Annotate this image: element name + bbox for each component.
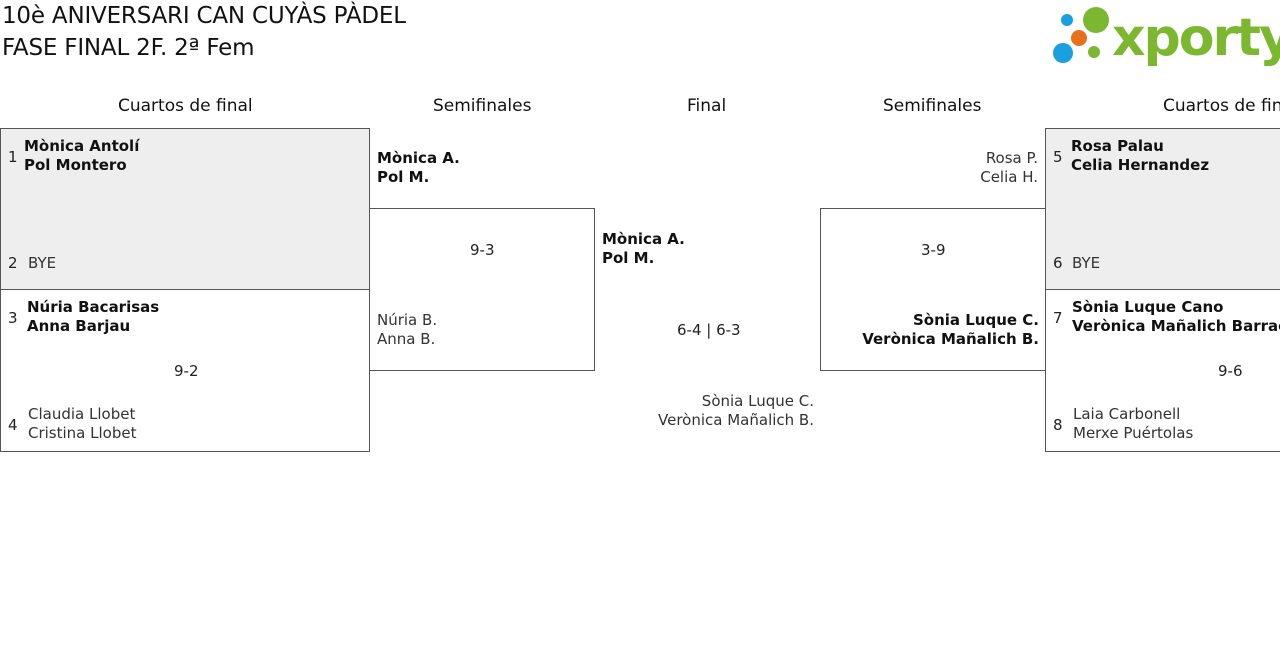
seed-number: 4	[8, 416, 18, 434]
seed-number: 5	[1053, 148, 1063, 166]
seed-number: 8	[1053, 416, 1063, 434]
player-name: Sònia Luque Cano	[1072, 298, 1224, 316]
player-name: Verònica Mañalich B.	[658, 411, 814, 429]
player-name: Rosa P.	[985, 149, 1038, 167]
logo-dots-icon	[1053, 7, 1109, 63]
page-title: 10è ANIVERSARI CAN CUYÀS PÀDEL	[2, 3, 406, 29]
logo-text: xporty	[1112, 8, 1280, 68]
round-header-left-semis: Semifinales	[433, 96, 532, 116]
team-names: Mònica Antolí Pol Montero	[24, 137, 139, 175]
player-name: Claudia Llobet	[28, 405, 136, 423]
seed-number: 7	[1053, 309, 1063, 327]
player-name: Merxe Puértolas	[1073, 424, 1194, 442]
seed-number: 3	[8, 309, 18, 327]
match-box-right-qf-2[interactable]: 7 Sònia Luque Cano Verònica Mañalich Bar…	[1045, 289, 1280, 452]
player-name: Pol M.	[377, 168, 430, 186]
seed-number: 1	[8, 148, 18, 166]
player-name: Pol M.	[602, 249, 655, 267]
round-header-left-quarters: Cuartos de final	[118, 96, 253, 116]
match-score: 3-9	[921, 241, 946, 259]
player-name: Rosa Palau	[1071, 137, 1164, 155]
match-box-right-qf-1[interactable]: 5 Rosa Palau Celia Hernandez 6 BYE	[1045, 128, 1280, 290]
team-names: Sònia Luque Cano Verònica Mañalich Barra…	[1072, 298, 1280, 336]
team-names: Laia Carbonell Merxe Puértolas	[1073, 405, 1193, 443]
bye-label: BYE	[28, 254, 57, 272]
player-name: Sònia Luque C.	[701, 392, 814, 410]
match-box-right-sf[interactable]: 3-9 Sònia Luque C. Verònica Mañalich B.	[820, 208, 1046, 371]
round-header-final: Final	[687, 96, 727, 116]
match-score: 9-3	[470, 241, 495, 259]
final-team-b: Sònia Luque C. Verònica Mañalich B.	[620, 392, 814, 430]
bye-label: BYE	[1072, 254, 1101, 272]
player-name: Núria Bacarisas	[27, 298, 160, 316]
player-name: Celia Hernandez	[1071, 156, 1210, 174]
xporty-logo[interactable]: xporty	[1050, 0, 1280, 72]
final-team-a: Mònica A. Pol M.	[602, 230, 685, 268]
round-header-right-quarters: Cuartos de fin	[1163, 96, 1280, 116]
team-names: Núria B. Anna B.	[377, 311, 437, 349]
match-score: 9-2	[174, 362, 199, 380]
team-names: Rosa Palau Celia Hernandez	[1071, 137, 1209, 175]
player-name: Cristina Llobet	[28, 424, 137, 442]
player-name: Laia Carbonell	[1073, 405, 1181, 423]
right-sf-team-a: Rosa P. Celia H.	[838, 149, 1038, 187]
seed-number: 6	[1053, 254, 1063, 272]
match-box-left-sf[interactable]: 9-3 Núria B. Anna B.	[369, 208, 595, 371]
round-header-right-semis: Semifinales	[883, 96, 982, 116]
page-subtitle: FASE FINAL 2F. 2ª Fem	[2, 35, 255, 61]
player-name: Núria B.	[377, 311, 438, 329]
player-name: Verònica Mañalich Barrachi	[1072, 317, 1280, 335]
seed-number: 2	[8, 254, 18, 272]
player-name: Pol Montero	[24, 156, 127, 174]
player-name: Celia H.	[980, 168, 1038, 186]
team-names: Claudia Llobet Cristina Llobet	[28, 405, 136, 443]
player-name: Mònica Antolí	[24, 137, 140, 155]
player-name: Anna Barjau	[27, 317, 131, 335]
team-names: Sònia Luque C. Verònica Mañalich B.	[829, 311, 1039, 349]
left-sf-team-a: Mònica A. Pol M.	[377, 149, 460, 187]
player-name: Sònia Luque C.	[912, 311, 1039, 329]
player-name: Mònica A.	[377, 149, 460, 167]
match-box-left-qf-2[interactable]: 3 Núria Bacarisas Anna Barjau 9-2 4 Clau…	[0, 289, 370, 452]
player-name: Anna B.	[377, 330, 436, 348]
team-names: Núria Bacarisas Anna Barjau	[27, 298, 159, 336]
match-score: 9-6	[1218, 362, 1243, 380]
player-name: Verònica Mañalich B.	[862, 330, 1039, 348]
player-name: Mònica A.	[602, 230, 685, 248]
final-score: 6-4 | 6-3	[677, 321, 741, 339]
match-box-left-qf-1[interactable]: 1 Mònica Antolí Pol Montero 2 BYE	[0, 128, 370, 290]
